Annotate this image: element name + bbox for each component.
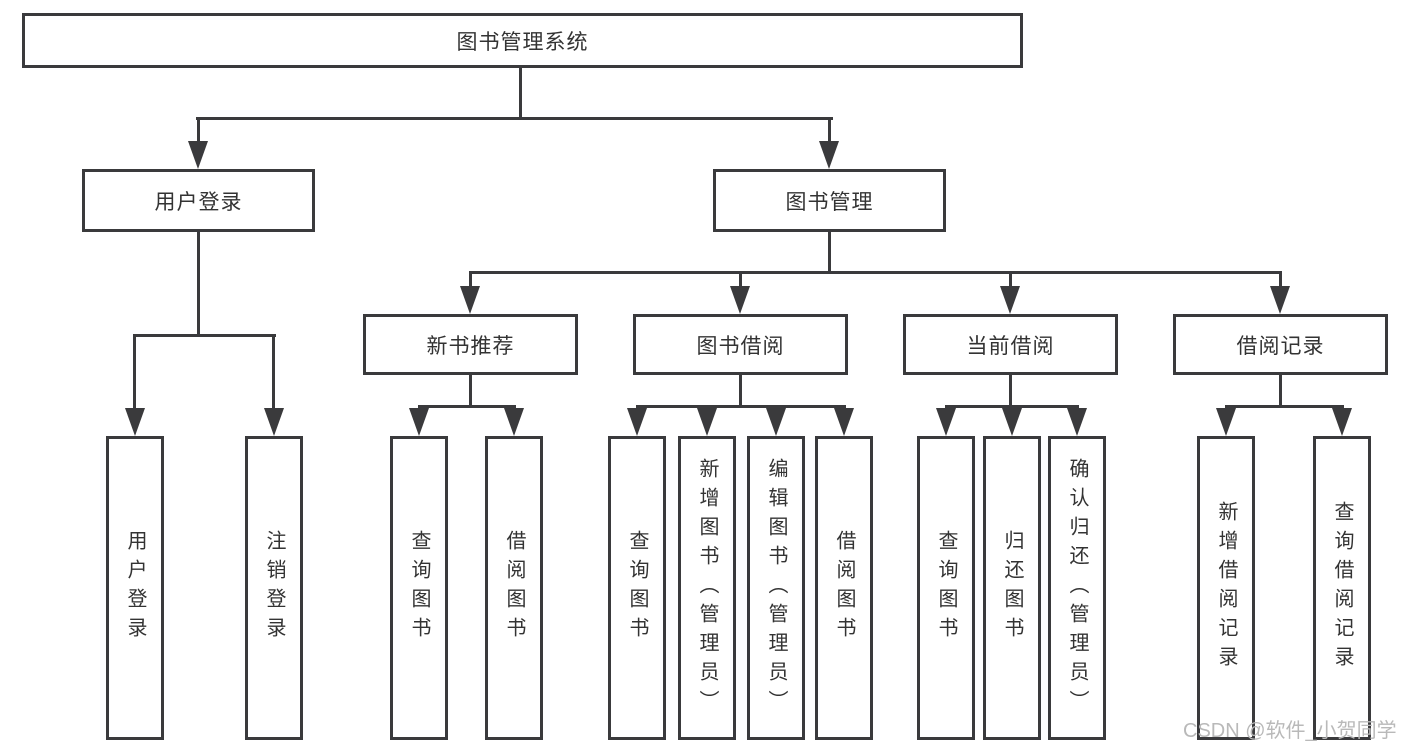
node-new-book-recommend: 新书推荐 [363, 314, 578, 375]
connector-line [519, 68, 522, 118]
arrow-down-icon [1000, 286, 1020, 314]
arrow-down-icon [1067, 408, 1087, 436]
arrow-down-icon [1332, 408, 1352, 436]
leaf-borrow-books: 借阅图书 [815, 436, 873, 740]
connector-line [828, 117, 831, 143]
arrow-down-icon [188, 141, 208, 169]
arrow-down-icon [627, 408, 647, 436]
connector-line [418, 405, 516, 408]
arrow-down-icon [936, 408, 956, 436]
arrow-down-icon [409, 408, 429, 436]
node-borrow-records: 借阅记录 [1173, 314, 1388, 375]
arrow-down-icon [834, 408, 854, 436]
connector-line [197, 117, 200, 143]
arrow-down-icon [460, 286, 480, 314]
connector-line [636, 405, 846, 408]
connector-line [133, 334, 276, 337]
leaf-recommend-borrow-books: 借阅图书 [485, 436, 543, 740]
leaf-borrow-query-books: 查询图书 [608, 436, 666, 740]
leaf-add-books-admin: 新增图书（管理员） [678, 436, 736, 740]
connector-line [828, 232, 831, 274]
arrow-down-icon [125, 408, 145, 436]
connector-line [1009, 271, 1012, 289]
arrow-down-icon [819, 141, 839, 169]
connector-line [272, 334, 275, 412]
watermark: CSDN @软件_小贺同学 [1183, 720, 1397, 742]
leaf-query-borrow-record: 查询借阅记录 [1313, 436, 1371, 740]
arrow-down-icon [730, 286, 750, 314]
node-root-system: 图书管理系统 [22, 13, 1023, 68]
connector-line [469, 375, 472, 408]
leaf-edit-books-admin: 编辑图书（管理员） [747, 436, 805, 740]
node-user-login: 用户登录 [82, 169, 315, 232]
connector-line [196, 117, 833, 120]
connector-line [469, 271, 1282, 274]
arrow-down-icon [1216, 408, 1236, 436]
leaf-current-query-books: 查询图书 [917, 436, 975, 740]
node-current-borrow: 当前借阅 [903, 314, 1118, 375]
connector-line [1009, 375, 1012, 408]
node-book-management: 图书管理 [713, 169, 946, 232]
connector-line [1225, 405, 1344, 408]
leaf-confirm-return-admin: 确认归还（管理员） [1048, 436, 1106, 740]
leaf-recommend-query-books: 查询图书 [390, 436, 448, 740]
connector-line [1279, 271, 1282, 289]
connector-line [739, 271, 742, 289]
connector-line [469, 271, 472, 289]
leaf-user-login: 用户登录 [106, 436, 164, 740]
connector-line [197, 232, 200, 336]
arrow-down-icon [697, 408, 717, 436]
arrow-down-icon [1270, 286, 1290, 314]
arrow-down-icon [766, 408, 786, 436]
leaf-return-books: 归还图书 [983, 436, 1041, 740]
arrow-down-icon [504, 408, 524, 436]
connector-line [133, 334, 136, 412]
node-book-borrow: 图书借阅 [633, 314, 848, 375]
connector-line [945, 405, 1079, 408]
leaf-add-borrow-record: 新增借阅记录 [1197, 436, 1255, 740]
leaf-logout: 注销登录 [245, 436, 303, 740]
connector-line [1279, 375, 1282, 408]
arrow-down-icon [264, 408, 284, 436]
connector-line [739, 375, 742, 408]
arrow-down-icon [1002, 408, 1022, 436]
